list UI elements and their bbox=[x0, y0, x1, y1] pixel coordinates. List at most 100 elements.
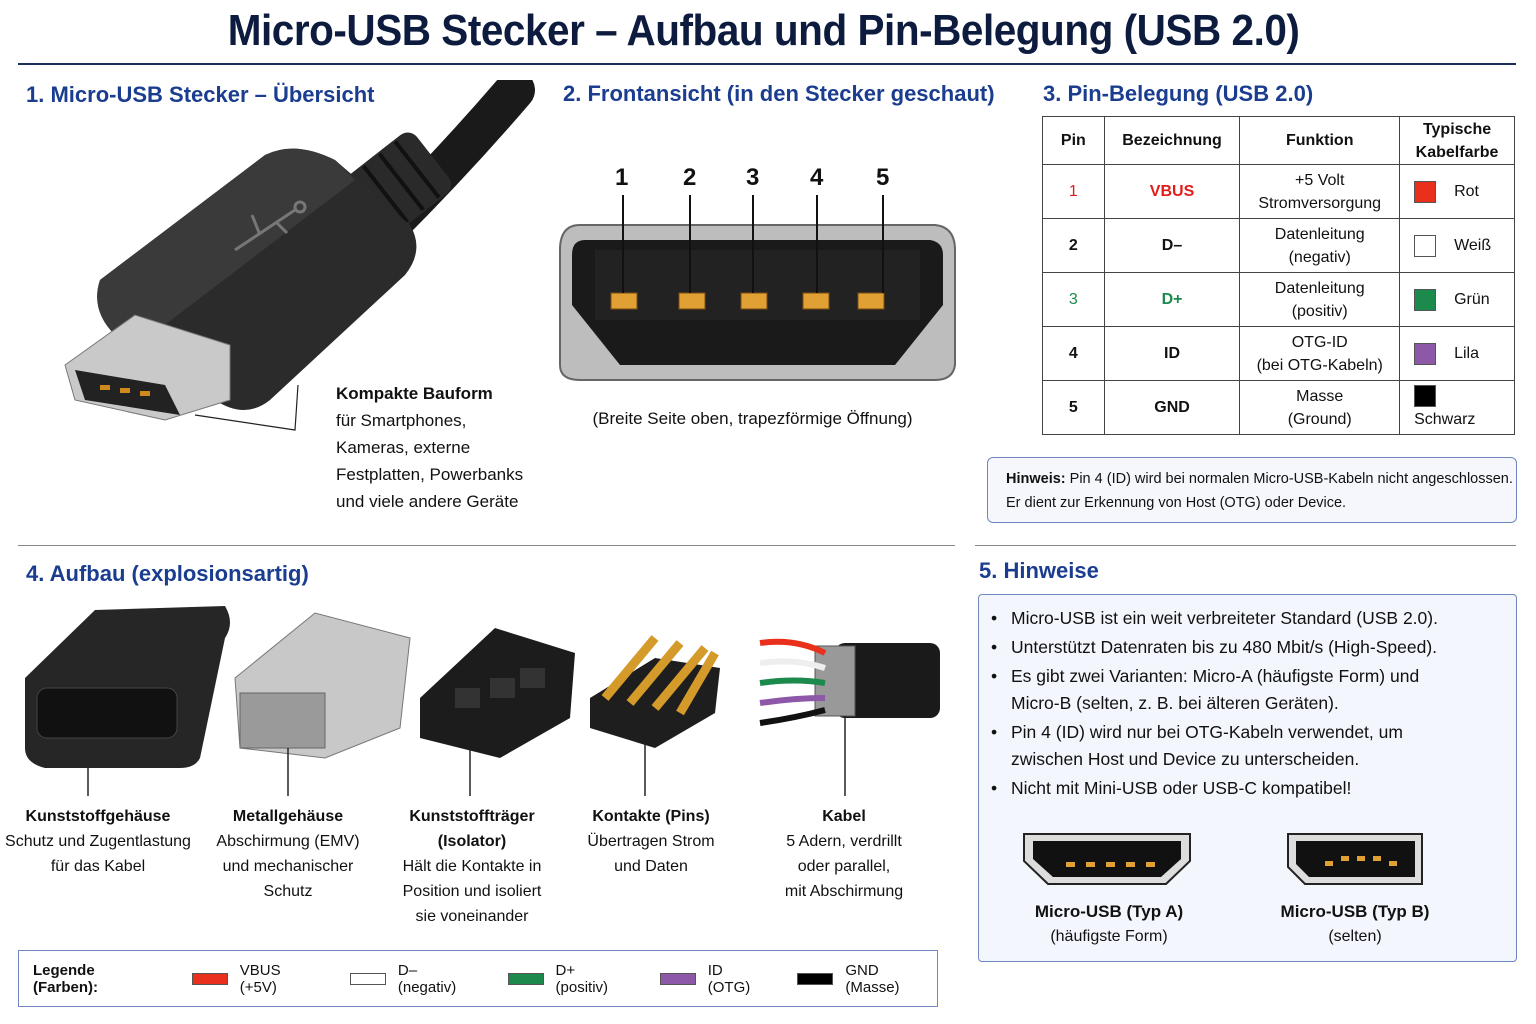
part-caption: Kontakte (Pins) Übertragen Strom und Daten bbox=[551, 804, 751, 879]
part-title: Kunststoffträger bbox=[409, 808, 535, 825]
legend-swatch bbox=[507, 972, 544, 985]
legend-item: ID (OTG) bbox=[659, 962, 770, 996]
color-name: Weiß bbox=[1454, 237, 1492, 254]
legend-label: Legende (Farben): bbox=[33, 961, 98, 996]
pin-table: Pin Bezeichnung Funktion Typische Kabelf… bbox=[1042, 116, 1515, 435]
part-description: Übertragen Strom bbox=[587, 833, 715, 850]
column-header: Funktion bbox=[1239, 116, 1401, 165]
color-cell: Lila bbox=[1399, 326, 1515, 381]
legend-text: GND (Masse) bbox=[845, 961, 900, 996]
section1-heading: 1. Micro-USB Stecker – Übersicht bbox=[26, 82, 375, 107]
color-cell: Grün bbox=[1399, 272, 1515, 327]
callout-line: für Smartphones, bbox=[336, 411, 467, 430]
table-row: 3 D+ Datenleitung(positiv) Grün bbox=[1042, 272, 1515, 327]
name-cell: GND bbox=[1103, 380, 1241, 435]
table-row: 5 GND Masse (Ground) Schwarz bbox=[1042, 380, 1515, 435]
pin-number: 4 bbox=[810, 164, 824, 191]
part-title: Metallgehäuse bbox=[232, 808, 344, 825]
function-line: (Ground) bbox=[1287, 410, 1352, 428]
part-description: und mechanischer bbox=[222, 858, 354, 875]
divider bbox=[975, 545, 1516, 546]
function-line: Stromversorgung bbox=[1258, 194, 1382, 212]
legend-item: D+ (positiv) bbox=[507, 961, 632, 996]
color-name: Schwarz bbox=[1414, 410, 1476, 428]
table-row: 4 ID OTG-ID (bei OTG-Kabeln) Lila bbox=[1042, 326, 1515, 381]
hint-item: Nicht mit Mini-USB oder USB-C kompatibel… bbox=[991, 775, 1441, 802]
type-b-title: Micro-USB (Typ B) bbox=[1280, 902, 1430, 921]
column-header: Bezeichnung bbox=[1103, 116, 1241, 165]
legend-swatch bbox=[349, 972, 386, 985]
legend-item: VBUS (+5V) bbox=[191, 961, 322, 996]
color-name: Grün bbox=[1454, 291, 1490, 308]
plastic-housing bbox=[25, 606, 230, 796]
exploded-view-illustration bbox=[25, 606, 940, 796]
legend-swatch bbox=[797, 972, 834, 985]
part-description: Hält die Kontakte in bbox=[402, 858, 542, 875]
micro-usb-type-a-icon bbox=[1023, 833, 1191, 885]
part-description: und Daten bbox=[614, 858, 688, 875]
divider bbox=[18, 545, 955, 546]
legend-swatch bbox=[659, 972, 696, 985]
legend-item: D– (negativ) bbox=[349, 961, 480, 996]
part-title: Kontakte (Pins) bbox=[592, 808, 710, 825]
hint-text: Er dient zur Erkennung von Host (OTG) od… bbox=[1006, 495, 1347, 511]
name-cell: D– bbox=[1103, 218, 1241, 273]
part-title: Kabel bbox=[822, 808, 866, 825]
part-description: mit Abschirmung bbox=[784, 883, 904, 900]
column-header: Typische Kabelfarbe bbox=[1399, 116, 1515, 165]
color-cell: Rot bbox=[1399, 164, 1515, 219]
part-caption: Kunststoffträger(Isolator)Hält die Konta… bbox=[372, 804, 572, 929]
usb-logo-icon bbox=[234, 200, 307, 252]
part-description: Abschirmung (EMV) bbox=[216, 833, 360, 850]
function-line: OTG-ID bbox=[1291, 333, 1348, 351]
legend-text: VBUS (+5V) bbox=[239, 961, 281, 996]
micro-usb-type-b-icon bbox=[1287, 833, 1423, 885]
legend-text: D+ (positiv) bbox=[555, 961, 609, 996]
color-swatch bbox=[1414, 180, 1437, 203]
name-cell: D+ bbox=[1103, 272, 1241, 327]
hint-box: Hinweis: Pin 4 (ID) wird bei normalen Mi… bbox=[987, 457, 1517, 523]
section4-heading: 4. Aufbau (explosionsartig) bbox=[26, 561, 309, 586]
color-swatch bbox=[1414, 342, 1437, 365]
type-a-title: Micro-USB (Typ A) bbox=[1034, 902, 1184, 921]
function-line: (bei OTG-Kabeln) bbox=[1256, 356, 1383, 374]
color-name: Lila bbox=[1454, 345, 1479, 362]
hint-text: Pin 4 (ID) wird bei normalen Micro-USB-K… bbox=[1069, 471, 1513, 487]
cable bbox=[759, 638, 940, 796]
pin-cell: 1 bbox=[1042, 164, 1105, 219]
page-title: Micro-USB Stecker – Aufbau und Pin-Beleg… bbox=[227, 6, 1300, 55]
front-view-caption: (Breite Seite oben, trapezförmige Öffnun… bbox=[592, 409, 913, 428]
color-swatch bbox=[1414, 288, 1437, 311]
section3-heading: 3. Pin-Belegung (USB 2.0) bbox=[1043, 81, 1314, 106]
function-line: Masse bbox=[1296, 387, 1344, 405]
metal-housing bbox=[234, 612, 411, 796]
connector-front-view bbox=[559, 195, 956, 381]
function-line: (positiv) bbox=[1291, 302, 1348, 320]
section2-heading: 2. Frontansicht (in den Stecker geschaut… bbox=[563, 81, 995, 106]
type-a-subtitle: (häufigste Form) bbox=[1050, 928, 1168, 945]
color-name: Rot bbox=[1454, 183, 1479, 200]
color-cell: Schwarz bbox=[1399, 380, 1515, 435]
function-line: Datenleitung bbox=[1274, 279, 1365, 297]
part-description: Schutz und Zugentlastung bbox=[5, 833, 191, 850]
pin-cell: 4 bbox=[1042, 326, 1105, 381]
function-cell: Datenleitung (positiv) bbox=[1239, 272, 1401, 327]
part-description: sie voneinander bbox=[415, 908, 529, 925]
callout-line: und viele andere Geräte bbox=[336, 492, 519, 511]
name-cell: VBUS bbox=[1103, 164, 1241, 219]
pin-cell: 2 bbox=[1042, 218, 1105, 273]
pin-cell: 5 bbox=[1042, 380, 1105, 435]
function-cell: Masse (Ground) bbox=[1239, 380, 1401, 435]
part-description: für das Kabel bbox=[50, 858, 146, 875]
legend-text: D– (negativ) bbox=[397, 961, 457, 996]
callout-line: Festplatten, Powerbanks bbox=[336, 465, 524, 484]
color-legend: Legende (Farben): VBUS (+5V) D– (negativ)… bbox=[18, 950, 938, 1007]
name-cell: ID bbox=[1103, 326, 1241, 381]
callout-title: Kompakte Bauform bbox=[336, 384, 493, 403]
micro-usb-plug-illustration bbox=[64, 80, 535, 431]
part-title: Kunststoffgehäuse bbox=[25, 808, 171, 825]
color-cell: Weiß bbox=[1399, 218, 1515, 273]
